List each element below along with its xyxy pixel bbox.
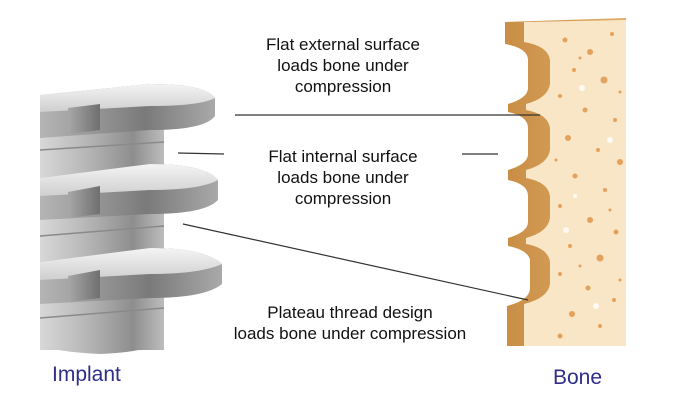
annotation-external-surface: Flat external surface loads bone under c… <box>228 34 458 97</box>
annotation-line: compression <box>294 77 392 96</box>
implant-thread-2 <box>40 164 218 220</box>
annotation-internal-surface: Flat internal surface loads bone under c… <box>228 146 458 209</box>
leader-line-plateau <box>182 223 529 301</box>
annotation-plateau-thread: Plateau thread design loads bone under c… <box>205 302 495 344</box>
annotation-line: Flat external surface <box>265 35 420 54</box>
annotation-line: Plateau thread design <box>267 303 433 322</box>
implant-thread-1 <box>40 84 215 138</box>
annotation-line: Flat internal surface <box>268 147 418 166</box>
implant-label: Implant <box>52 363 121 386</box>
annotation-line: loads bone under <box>277 56 409 75</box>
bone-pores <box>554 32 623 339</box>
annotation-line: loads bone under compression <box>233 324 467 343</box>
implant-illustration <box>39 84 222 354</box>
leader-line-internal-left <box>177 152 225 155</box>
bone-marrow <box>524 20 626 346</box>
implant-thread-3 <box>40 248 222 304</box>
annotation-line: loads bone under <box>277 168 409 187</box>
bone-label: Bone <box>553 366 603 389</box>
annotation-line: compression <box>294 189 392 208</box>
bone-illustration <box>505 18 626 346</box>
leader-lines <box>177 114 540 301</box>
